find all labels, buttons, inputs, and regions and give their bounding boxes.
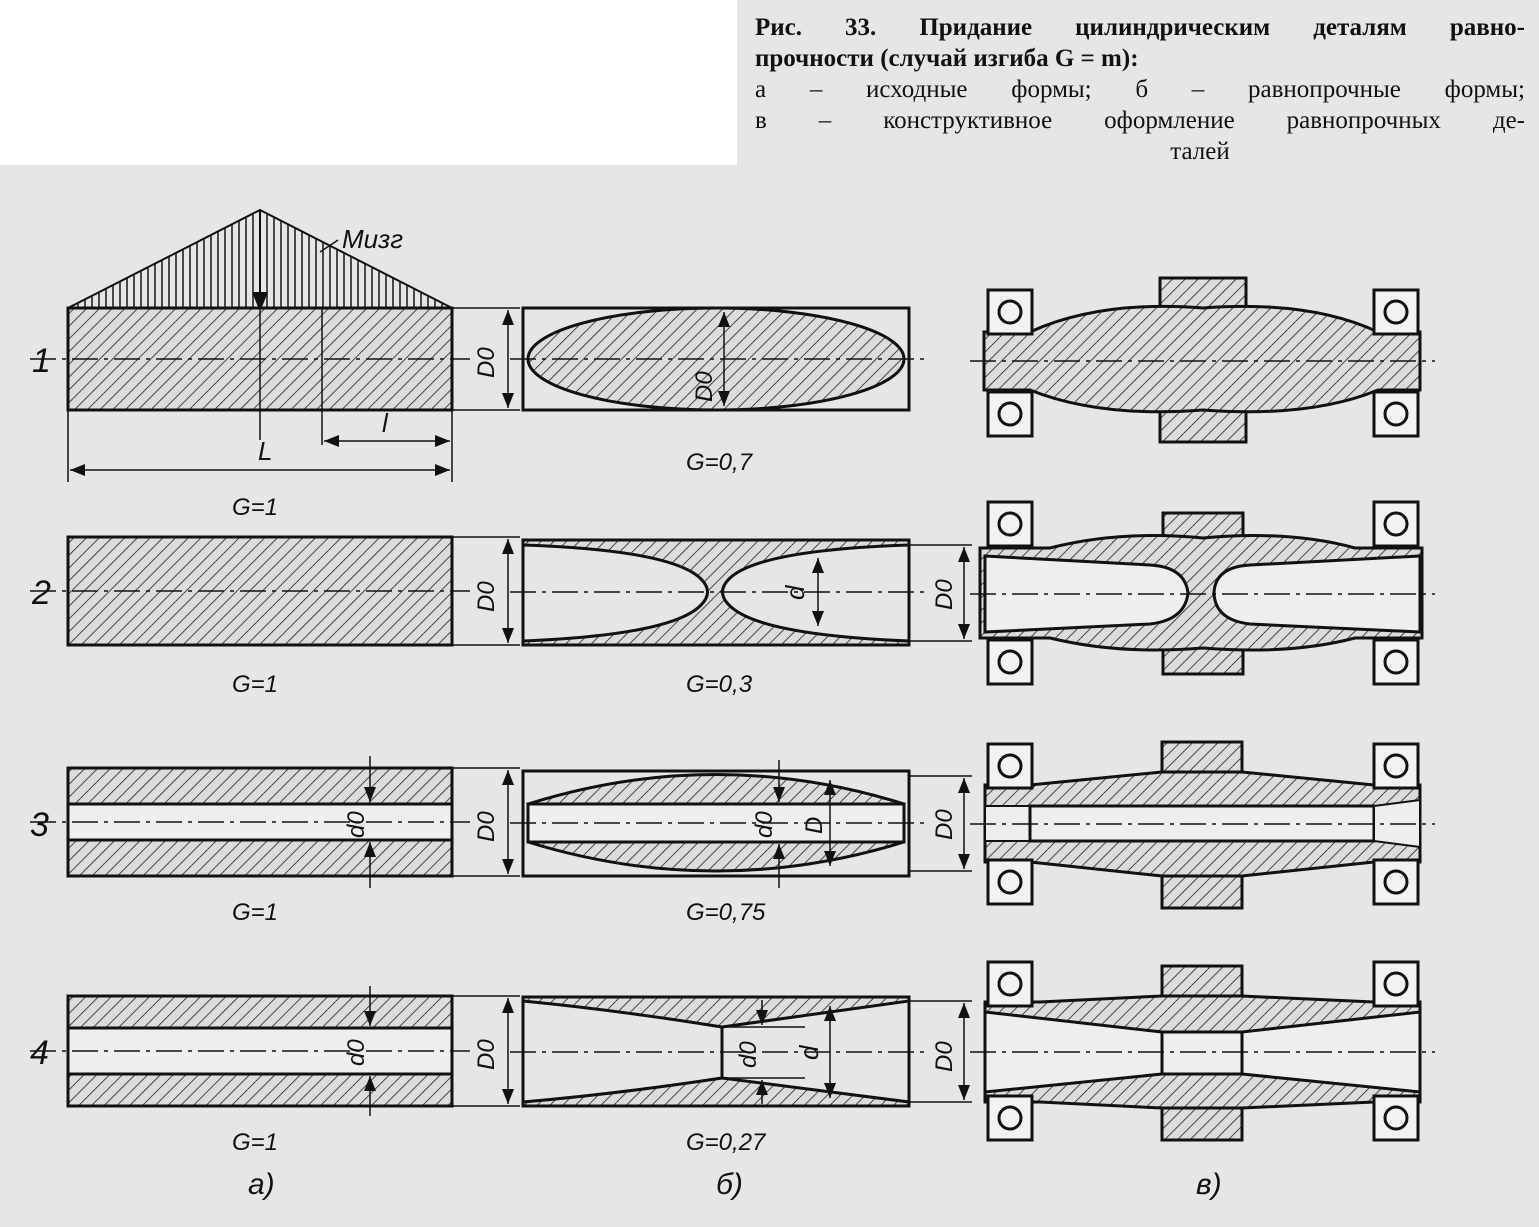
- g-label-3b: G=0,75: [686, 899, 766, 926]
- dim-d0-3b: d0: [751, 811, 778, 838]
- caption-line-3: а – исходные формы; б – равнопрочные фор…: [755, 76, 1525, 103]
- shaft-3a-bottom: [66, 838, 454, 878]
- dim-D0-4v: D0: [931, 1041, 958, 1072]
- column-label-b: б): [716, 1168, 743, 1201]
- shaft-3b-bore: [526, 802, 906, 844]
- moment-label: Мизг: [342, 224, 403, 254]
- shaft-3a-top: [66, 766, 454, 806]
- column-label-v: в): [1196, 1168, 1222, 1201]
- dim-d0-4b: d0: [735, 1041, 762, 1068]
- dim-D0-4: D0: [473, 1039, 500, 1070]
- dim-D0-2: D0: [473, 581, 500, 612]
- dim-d-4b: d: [794, 1044, 824, 1060]
- dim-D-3b: D: [801, 817, 828, 834]
- shaft-4b-bottom: [521, 1076, 911, 1108]
- caption-line-5: талей: [1170, 138, 1230, 165]
- shaft-4b-top: [521, 995, 911, 1029]
- caption-background: [0, 0, 737, 165]
- dim-D0-1b: D0: [691, 371, 718, 402]
- column-label-a: а): [248, 1168, 275, 1201]
- g-label-2a: G=1: [232, 671, 278, 698]
- shaft-3b-bottom: [527, 840, 905, 873]
- shaft-3b-top: [527, 773, 905, 806]
- row-number-4: 4: [30, 1034, 49, 1072]
- dim-L: L: [258, 436, 272, 466]
- dim-D0-3v: D0: [931, 809, 958, 840]
- dim-l: l: [382, 408, 389, 438]
- dim-D0-2v: D0: [931, 579, 958, 610]
- figure-caption: Рис. 33. Придание цилиндрическим деталям…: [755, 12, 1525, 167]
- shaft-2b: [521, 538, 911, 647]
- shaft-1v: [970, 276, 1435, 444]
- row-number-2: 2: [31, 574, 51, 612]
- row-number-1: 1: [32, 342, 51, 380]
- shaft-3v: [970, 740, 1435, 910]
- dim-d0-4a: d0: [343, 1039, 370, 1066]
- g-label-1b: G=0,7: [686, 449, 754, 476]
- g-label-1a: G=1: [232, 494, 278, 521]
- shaft-4a-bottom: [66, 1072, 454, 1108]
- g-label-2b: G=0,3: [686, 671, 753, 698]
- g-label-3a: G=1: [232, 899, 278, 926]
- caption-line-1: Рис. 33. Придание цилиндрическим деталям…: [755, 14, 1525, 41]
- g-label-4b: G=0,27: [686, 1129, 767, 1156]
- shaft-4a-top: [66, 994, 454, 1030]
- caption-line-2: прочности (случай изгиба G = m):: [755, 45, 1139, 72]
- dim-d0-3a: d0: [343, 811, 370, 838]
- dim-d-2b: d: [780, 584, 810, 600]
- dim-D0-1: D0: [473, 347, 500, 378]
- caption-line-4: в – конструктивное оформление равнопрочн…: [755, 107, 1525, 134]
- shaft-2v: [970, 500, 1435, 686]
- row-number-3: 3: [30, 806, 49, 844]
- g-label-4a: G=1: [232, 1129, 278, 1156]
- shaft-4v: [970, 960, 1435, 1142]
- dim-D0-3: D0: [473, 811, 500, 842]
